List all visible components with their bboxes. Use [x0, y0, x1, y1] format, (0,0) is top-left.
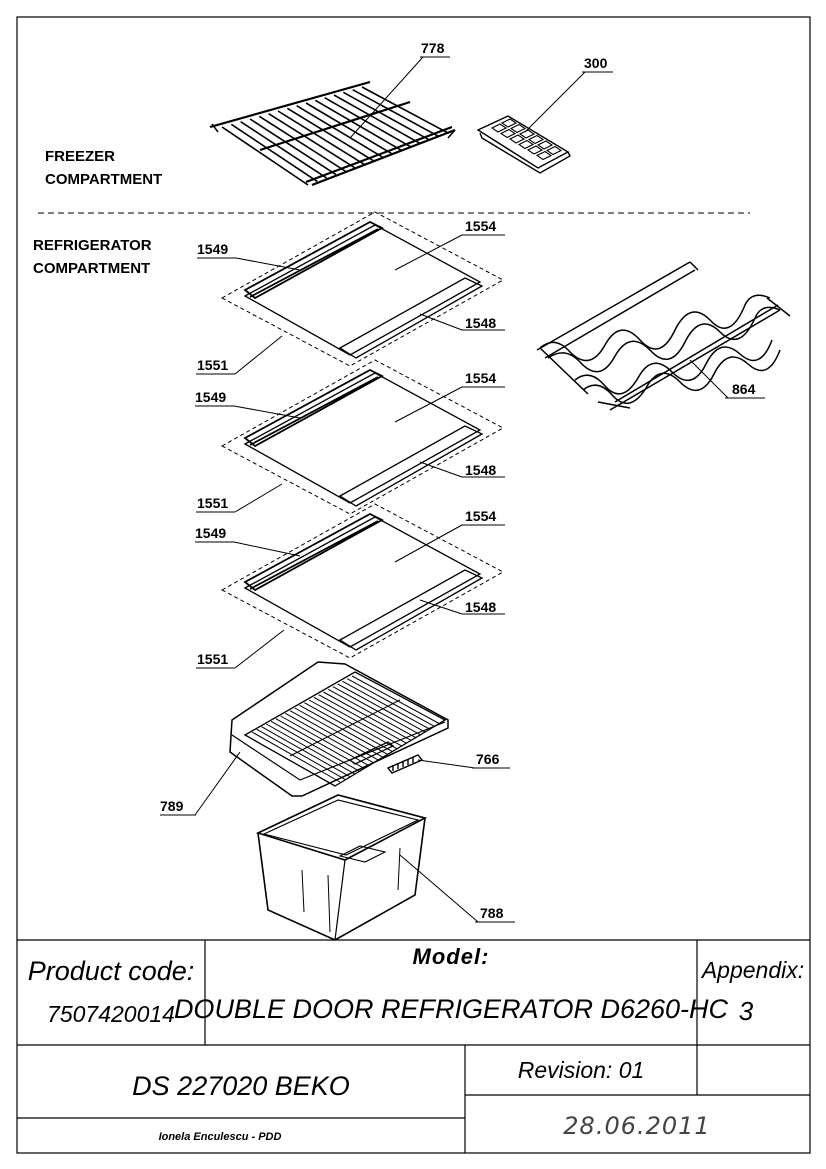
freezer-label-line2: COMPARTMENT	[45, 171, 162, 188]
part-1548-label-2: 1548	[465, 462, 496, 478]
part-1554-label-3: 1554	[465, 508, 496, 524]
humidity-slider-drawing	[386, 754, 424, 774]
part-788-label: 788	[480, 905, 504, 921]
freezer-label: FREEZER	[45, 148, 115, 165]
author: Ionela Enculescu - PDD	[159, 1131, 282, 1143]
refrigerator-label-line2: COMPARTMENT	[33, 260, 150, 277]
document-number: DS 227020 BEKO	[132, 1071, 350, 1101]
title-block	[17, 939, 810, 1153]
part-1551-label-2: 1551	[197, 495, 228, 511]
part-864-label: 864	[732, 381, 756, 397]
appendix-label: Appendix:	[700, 957, 804, 983]
model-label: Model:	[413, 944, 490, 969]
leader-300	[524, 71, 586, 133]
glass-shelf-3	[220, 503, 505, 659]
appendix-value: 3	[739, 996, 754, 1026]
model-value: DOUBLE DOOR REFRIGERATOR D6260-HC	[174, 994, 729, 1024]
drawing-frame	[16, 16, 811, 1154]
leader-778	[349, 56, 424, 139]
part-1549-label-3: 1549	[195, 525, 226, 541]
part-300-label: 300	[584, 55, 608, 71]
part-1551-label-3: 1551	[197, 651, 228, 667]
revision: Revision: 01	[518, 1057, 645, 1083]
product-code-label: Product code:	[28, 956, 195, 986]
glass-shelf-2	[220, 359, 505, 515]
part-1554-label-2: 1554	[465, 370, 496, 386]
part-1551-label-1: 1551	[197, 357, 228, 373]
leader-766	[417, 759, 476, 769]
part-766-label: 766	[476, 751, 500, 767]
part-1548-label-1: 1548	[465, 315, 496, 331]
leader-788	[399, 854, 479, 923]
ice-tray-drawing	[476, 115, 571, 174]
crisper-drawer-drawing	[255, 794, 428, 941]
part-778-label: 778	[421, 40, 445, 56]
part-789-label: 789	[160, 798, 184, 814]
crisper-cover-drawing	[229, 661, 449, 797]
wire-shelf-drawing	[209, 80, 456, 187]
part-1548-label-3: 1548	[465, 599, 496, 615]
refrigerator-label: REFRIGERATOR	[33, 237, 152, 254]
glass-shelf-1	[220, 211, 505, 367]
bottle-rack-drawing	[536, 261, 791, 411]
product-code-value: 7507420014	[47, 1001, 175, 1027]
date: 28.06.2011	[563, 1112, 710, 1140]
part-1549-label-2: 1549	[195, 389, 226, 405]
part-1554-label-1: 1554	[465, 218, 496, 234]
leader-789	[194, 751, 241, 816]
leader-864	[689, 359, 729, 399]
part-1549-label-1: 1549	[197, 241, 228, 257]
